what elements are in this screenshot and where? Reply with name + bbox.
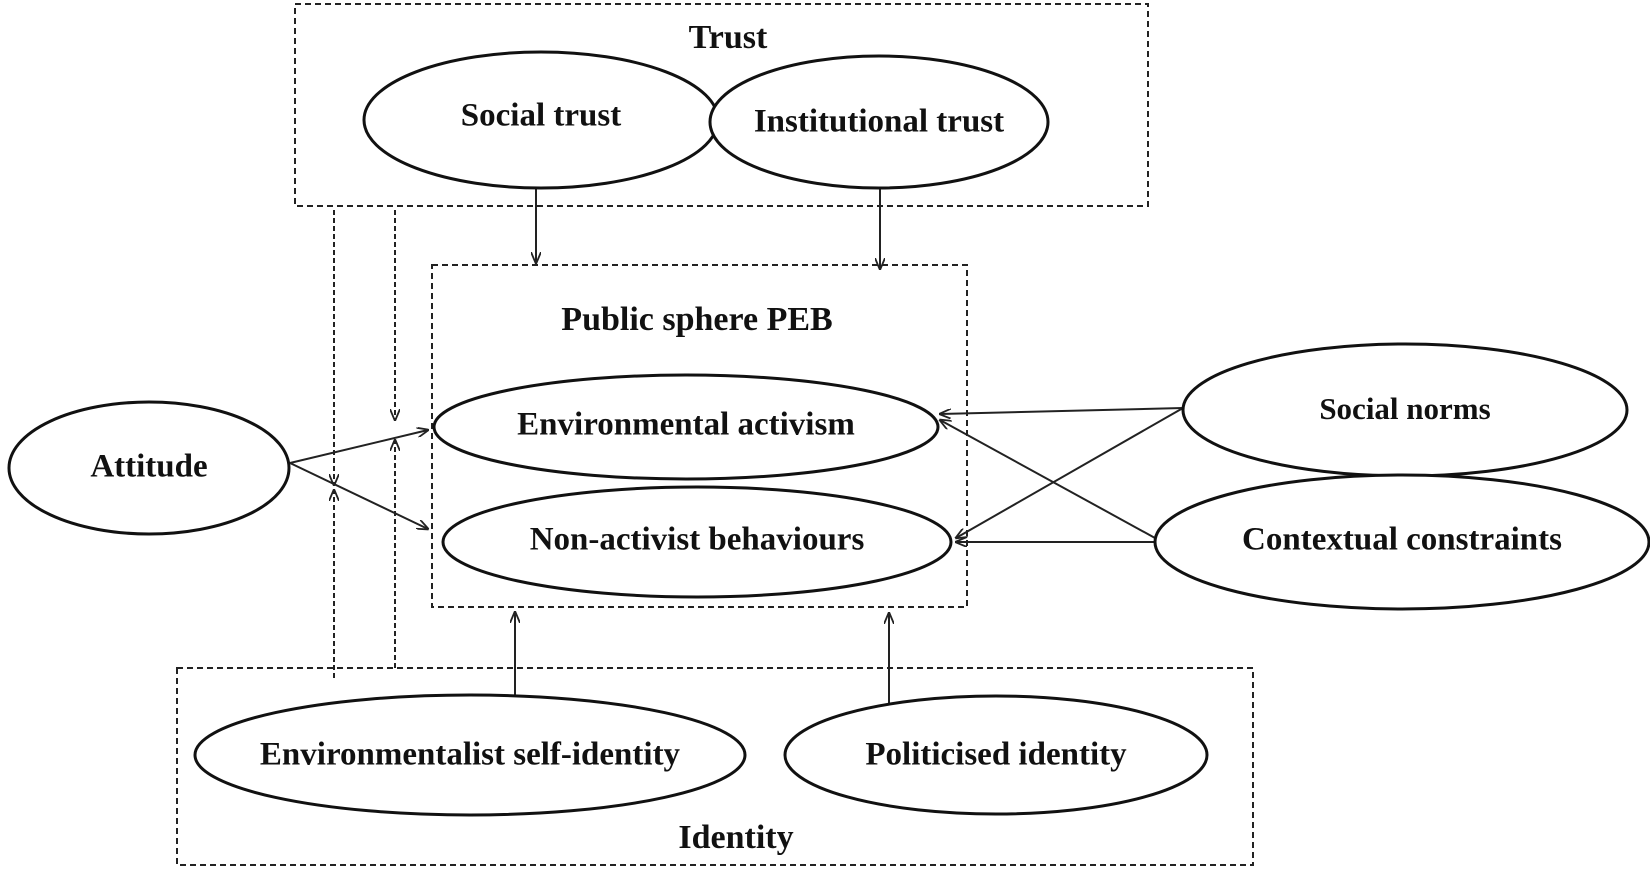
non-activist-behaviours-label: Non-activist behaviours [530, 522, 865, 558]
social-norms-to-non-activist-arrow [956, 407, 1184, 538]
trust-group-box [294, 3, 1149, 207]
public-sphere-peb-group-title: Public sphere PEB [561, 301, 832, 338]
social-trust-node: Social trust [362, 50, 720, 190]
attitude-label: Attitude [90, 449, 207, 485]
politicised-identity-node: Politicised identity [783, 694, 1209, 816]
attitude-to-non-activist-arrow [289, 462, 428, 529]
identity-group-title: Identity [678, 819, 793, 856]
non-activist-behaviours-node: Non-activist behaviours [441, 485, 953, 599]
attitude-node: Attitude [7, 400, 291, 536]
social-trust-label: Social trust [461, 98, 621, 134]
environmentalist-self-identity-node: Environmentalist self-identity [193, 693, 747, 817]
politicised-identity-label: Politicised identity [865, 737, 1127, 773]
social-norms-label: Social norms [1319, 391, 1490, 426]
social-norms-node: Social norms [1181, 342, 1629, 478]
institutional-trust-node: Institutional trust [708, 54, 1050, 190]
contextual-constraints-node: Contextual constraints [1153, 473, 1650, 611]
environmentalist-self-identity-label: Environmentalist self-identity [260, 737, 681, 773]
attitude-to-activism-arrow [289, 430, 428, 464]
social-norms-to-activism-arrow [940, 407, 1184, 414]
contextual-constraints-label: Contextual constraints [1242, 522, 1562, 558]
environmental-activism-label: Environmental activism [517, 407, 855, 443]
environmental-activism-node: Environmental activism [432, 373, 940, 481]
identity-group-box [176, 667, 1254, 866]
public-sphere-peb-group-box [431, 264, 968, 608]
institutional-trust-label: Institutional trust [754, 104, 1004, 140]
trust-group-title: Trust [689, 19, 768, 56]
contextual-constraints-to-activism-arrow [940, 420, 1156, 539]
